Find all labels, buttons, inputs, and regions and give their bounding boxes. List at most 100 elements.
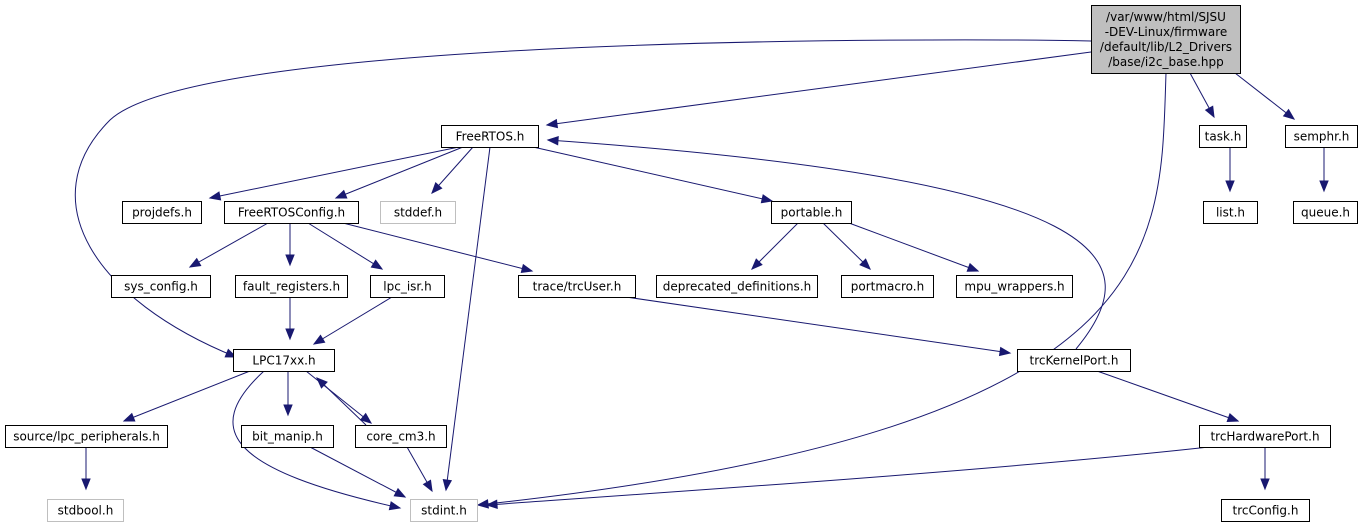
node-box: [771, 201, 852, 224]
node-corecm3[interactable]: core_cm3.h: [355, 425, 447, 448]
edge-freertos-to-projdefs: [208, 146, 460, 201]
node-label: mpu_wrappers.h: [964, 280, 1064, 294]
node-label: core_cm3.h: [366, 430, 435, 444]
node-portmacro[interactable]: portmacro.h: [841, 275, 934, 298]
node-label: stdint.h: [421, 504, 467, 518]
edge-arrowhead: [388, 501, 402, 511]
node-trckernelport[interactable]: trcKernelPort.h: [1017, 349, 1131, 372]
edge-line: [189, 222, 269, 268]
edge-line: [316, 377, 367, 426]
edge-root-to-stdint: [476, 72, 1167, 509]
edge-arrowhead: [1204, 105, 1215, 119]
node-queue[interactable]: queue.h: [1293, 201, 1358, 224]
node-label: portmacro.h: [851, 280, 924, 294]
edge-freertos-to-portable: [532, 146, 774, 204]
node-trchwport[interactable]: trcHardwarePort.h: [1199, 425, 1331, 448]
edge-lpcperiph-to-stdbool: [81, 447, 91, 491]
edge-arrowhead: [285, 254, 295, 267]
edge-arrowhead: [370, 259, 384, 270]
node-lpcperiph[interactable]: source/lpc_peripherals.h: [5, 425, 168, 448]
node-box: [47, 499, 124, 522]
node-lpc17xx[interactable]: LPC17xx.h: [233, 349, 335, 372]
node-label: /var/www/html/SJSU: [1106, 10, 1226, 24]
edge-root-to-semphr: [1234, 72, 1296, 120]
node-box: [1285, 125, 1358, 148]
node-label: bit_manip.h: [252, 430, 323, 444]
edge-line: [309, 446, 406, 498]
node-label: stdbool.h: [58, 504, 114, 518]
edge-freertosconfig-to-lpcisr: [307, 222, 384, 270]
edge-root-to-lpc17xx: [74, 39, 1092, 358]
node-label: FreeRTOS.h: [456, 130, 525, 144]
edge-line: [546, 51, 1092, 126]
node-box: [355, 425, 447, 448]
node-box: [656, 275, 818, 298]
edge-arrowhead: [859, 258, 871, 270]
node-box: [5, 425, 168, 448]
node-semphr[interactable]: semphr.h: [1285, 125, 1358, 148]
node-bitmanip[interactable]: bit_manip.h: [241, 425, 334, 448]
node-stddef: stddef.h: [380, 201, 456, 224]
node-deprecated[interactable]: deprecated_definitions.h: [656, 275, 818, 298]
node-label: trace/trcUser.h: [533, 280, 622, 294]
node-box: [841, 275, 934, 298]
edge-line: [445, 146, 491, 491]
edge-line: [1096, 370, 1239, 422]
node-box: [380, 201, 456, 224]
node-label: /default/lib/L2_Drivers: [1100, 40, 1232, 54]
edge-freertos-to-stdint: [442, 146, 491, 492]
node-label: semphr.h: [1294, 130, 1350, 144]
node-box: [956, 275, 1073, 298]
edge-arrowhead: [1282, 108, 1296, 120]
edge-line: [547, 139, 1106, 350]
node-box: [224, 201, 359, 224]
node-label: fault_registers.h: [243, 280, 340, 294]
node-portable[interactable]: portable.h: [771, 201, 852, 224]
edge-line: [1234, 72, 1295, 120]
edge-portable-to-portmacro: [822, 222, 871, 270]
node-label: list.h: [1216, 206, 1245, 220]
node-sysconfig[interactable]: sys_config.h: [111, 275, 211, 298]
edge-arrowhead: [393, 487, 407, 498]
node-box: [1203, 201, 1258, 224]
edge-line: [486, 446, 1210, 506]
edge-arrowhead: [431, 182, 443, 195]
edge-arrowhead: [998, 346, 1012, 357]
node-box: [370, 275, 445, 298]
node-freertosconfig[interactable]: FreeRTOSConfig.h: [224, 201, 359, 224]
edge-freertos-to-freertosconfig: [334, 146, 464, 199]
node-label: queue.h: [1301, 206, 1350, 220]
edge-arrowhead: [966, 262, 980, 272]
node-box: [241, 425, 334, 448]
node-label: LPC17xx.h: [252, 354, 315, 368]
node-label: -DEV-Linux/firmware: [1105, 25, 1228, 39]
edge-arrowhead: [476, 499, 489, 509]
node-trcconfig[interactable]: trcConfig.h: [1221, 499, 1310, 522]
edge-freertosconfig-to-sysconfig: [188, 222, 269, 268]
edge-arrowhead: [485, 499, 498, 509]
node-root[interactable]: /var/www/html/SJSU-DEV-Linux/firmware/de…: [1091, 5, 1241, 74]
node-task[interactable]: task.h: [1199, 125, 1247, 148]
node-mpuwrappers[interactable]: mpu_wrappers.h: [956, 275, 1073, 298]
edge-trcuser-to-trckernelport: [625, 296, 1012, 357]
node-box: [235, 275, 348, 298]
edge-line: [335, 146, 464, 199]
node-label: portable.h: [781, 206, 843, 220]
node-box: [1293, 201, 1358, 224]
node-freertos[interactable]: FreeRTOS.h: [441, 125, 539, 148]
node-projdefs[interactable]: projdefs.h: [122, 201, 202, 224]
node-faultregs[interactable]: fault_registers.h: [235, 275, 348, 298]
edge-arrowhead: [545, 118, 559, 129]
node-list[interactable]: list.h: [1203, 201, 1258, 224]
edge-corecm3-to-lpc17xx: [316, 377, 367, 426]
node-lpcisr[interactable]: lpc_isr.h: [370, 275, 445, 298]
edge-arrowhead: [312, 334, 326, 345]
edge-line: [751, 222, 799, 270]
edge-arrowhead: [1226, 413, 1240, 422]
edge-bitmanip-to-stdint: [309, 446, 407, 498]
node-stdint: stdint.h: [410, 499, 478, 522]
node-trcuser[interactable]: trace/trcUser.h: [518, 275, 636, 298]
edge-portable-to-mpuwrappers: [848, 222, 980, 272]
edge-arrowhead: [520, 263, 534, 274]
node-label: FreeRTOSConfig.h: [238, 206, 345, 220]
